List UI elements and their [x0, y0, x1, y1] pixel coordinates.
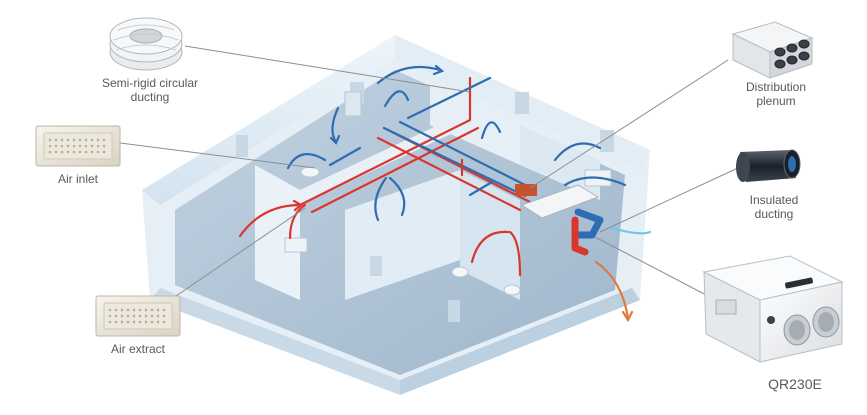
arrowhead: [329, 134, 341, 145]
distribution-plenum-label: Distribution plenum: [728, 80, 824, 108]
window: [370, 256, 382, 276]
basin: [300, 166, 320, 178]
partition-wall: [430, 85, 520, 165]
building: [142, 35, 650, 395]
back-left-wall: [142, 35, 395, 205]
mirror: [344, 91, 362, 117]
semi-rigid-ducting-label: Semi-rigid circular ducting: [90, 76, 210, 104]
qr230e-label: QR230E: [740, 376, 850, 392]
supply-duct: [468, 180, 494, 197]
supply-duct: [398, 120, 537, 192]
partition-wall: [520, 125, 600, 200]
leader-line-unit: [594, 236, 711, 298]
kitchen-counter: [284, 237, 308, 253]
supply-duct: [382, 126, 527, 198]
leader-line-semi-rigid: [184, 45, 471, 93]
arrowhead: [432, 64, 445, 76]
label-line: Insulated: [749, 193, 799, 207]
distribution-plenum-image: [731, 21, 814, 79]
label-line: Air inlet: [57, 172, 98, 186]
supply-airflow-arrow: [383, 90, 410, 108]
label-line: QR230E: [768, 376, 822, 392]
extract-airflow-arrow: [508, 230, 522, 277]
label-line: plenum: [756, 94, 796, 108]
air-extract-label: Air extract: [88, 342, 188, 356]
duct-network: [298, 76, 604, 256]
arrowhead: [621, 310, 634, 323]
label-line: ducting: [130, 90, 170, 104]
label-line: Air extract: [110, 342, 165, 356]
leader-line-air-extract: [175, 207, 306, 297]
window: [448, 300, 460, 322]
leader-line-air-inlet: [119, 142, 316, 169]
air-inlet-label: Air inlet: [28, 172, 128, 186]
insulated-ducting-label: Insulated ducting: [726, 193, 822, 221]
ventilation-unit: [521, 184, 599, 219]
supply-duct: [406, 76, 492, 120]
supply-airflow-arrow: [331, 106, 340, 144]
front-right-wall: [400, 288, 640, 395]
supply-airflow-arrow: [480, 121, 502, 140]
supply-airflow-arrow: [563, 176, 627, 187]
toilet: [451, 266, 469, 278]
extract-duct: [310, 126, 480, 214]
extract-airflow-arrow: [288, 203, 307, 240]
supply-duct: [328, 146, 362, 167]
window: [515, 92, 529, 114]
supply-airflow-arrow: [553, 142, 602, 162]
arrowhead: [292, 199, 303, 212]
extract-duct: [376, 136, 522, 212]
leader-line-insulated: [599, 166, 741, 233]
insulated-ducting-image: [736, 149, 801, 182]
intake-duct: [574, 208, 604, 239]
intake-airflow-arrow: [610, 226, 652, 235]
leader-line-plenum: [529, 59, 729, 189]
supply-airflow-arrow: [388, 176, 406, 217]
basin: [503, 284, 521, 296]
supply-airflow-arrow: [374, 176, 388, 222]
extract-airflow-arrow: [238, 203, 302, 238]
leader-lines: [119, 45, 741, 298]
partition-wall: [300, 110, 470, 205]
window: [236, 135, 248, 157]
qr230e-unit-image: [702, 255, 844, 363]
front-left-wall: [150, 288, 400, 395]
extract-airflow-arrow: [470, 230, 510, 264]
partition-wall: [255, 165, 300, 300]
air-inlet-grille-image: [35, 125, 121, 167]
label-line: Distribution: [745, 80, 807, 94]
supply-airflow-arrow: [376, 65, 442, 85]
label-line: Semi-rigid circular: [101, 76, 199, 90]
air-extract-grille-image: [95, 295, 181, 337]
semi-rigid-ducting-image: [109, 17, 183, 71]
exhaust-duct: [571, 216, 589, 256]
exhaust-airflow-arrow: [594, 260, 630, 320]
label-line: ducting: [754, 207, 794, 221]
